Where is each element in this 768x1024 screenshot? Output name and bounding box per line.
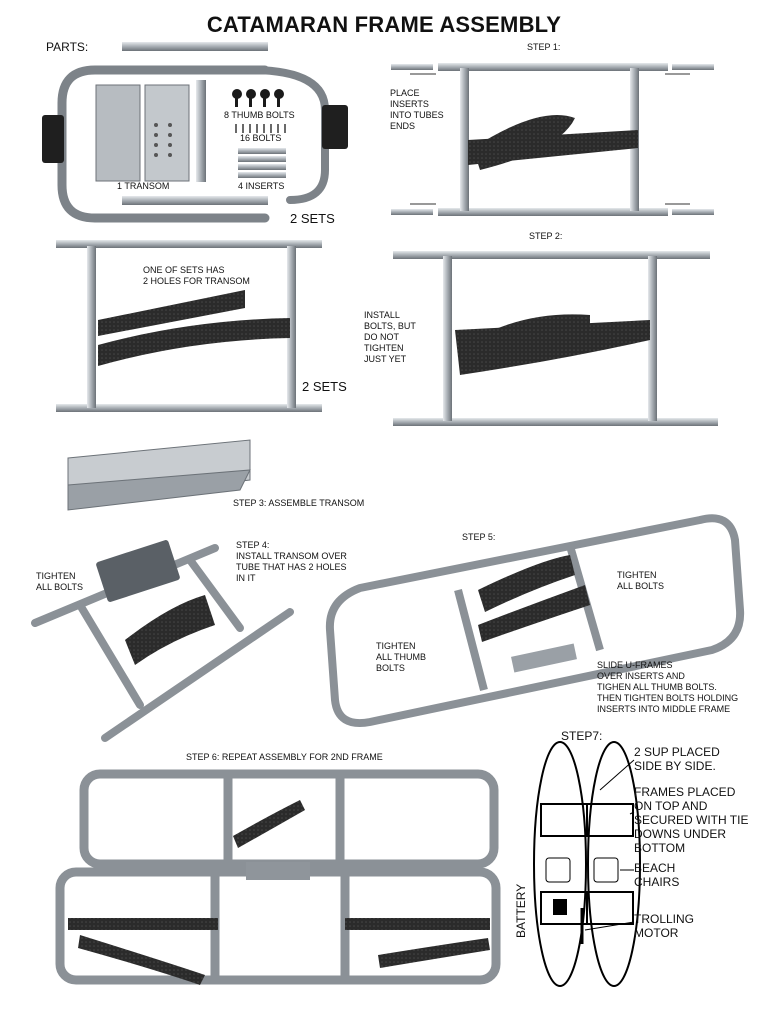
bolts-label: 16 BOLTS [240, 133, 282, 143]
step6-strap-top [233, 800, 305, 848]
step6-strap-left [68, 918, 218, 930]
step5-heading: STEP 5: [462, 532, 496, 542]
step4-strap [125, 595, 215, 665]
step5-tighten-bolts: TIGHTEN ALL BOLTS [617, 570, 665, 591]
step7-schematic [533, 741, 641, 987]
two-sets-frame [56, 240, 322, 412]
step3-transom [67, 439, 251, 511]
parts-short-tube [196, 80, 206, 182]
step5-strap-b [478, 585, 590, 642]
step2-heading: STEP 2: [529, 231, 563, 241]
step6-strap-right [345, 918, 490, 930]
transom-plate-holes [154, 123, 172, 157]
step5-tighten-thumb: TIGHTEN ALL THUMB BOLTS [376, 641, 427, 673]
inserts-label: 4 INSERTS [238, 181, 285, 191]
step7-heading: STEP7: [561, 729, 603, 743]
step6-label: STEP 6: REPEAT ASSEMBLY FOR 2ND FRAME [186, 752, 383, 762]
battery-box [553, 899, 567, 915]
holes-note: ONE OF SETS HAS 2 HOLES FOR TRANSOM [143, 265, 250, 286]
small-bolts [235, 124, 286, 133]
step1-heading: STEP 1: [527, 42, 561, 52]
transom-count-label: 1 TRANSOM [117, 181, 170, 191]
step6-transom [246, 862, 310, 880]
thumb-bolts [232, 89, 284, 107]
inserts [238, 148, 286, 178]
step5-note: SLIDE U-FRAMES OVER INSERTS AND TIGHEN A… [597, 660, 739, 714]
step4-tighten-label: TIGHTEN ALL BOLTS [36, 571, 84, 592]
parts-long-tube-bottom [122, 196, 268, 205]
step2-note: INSTALL BOLTS, BUT DO NOT TIGHTEN JUST Y… [364, 310, 416, 364]
transom-plate-left [95, 84, 141, 182]
parts-heading: PARTS: [46, 40, 89, 54]
step5-transom [511, 643, 577, 673]
step7-chairs-label: BEACH CHAIRS [634, 861, 680, 889]
parts-strap-buckle-left [42, 115, 64, 163]
sets-label-a: 2 SETS [290, 211, 335, 226]
diagram-title: CATAMARAN FRAME ASSEMBLY [206, 12, 562, 37]
step1-arrows [410, 73, 690, 205]
step4-label: STEP 4: INSTALL TRANSOM OVER TUBE THAT H… [236, 540, 347, 583]
step6-strap-loose-left [78, 935, 205, 985]
parts-strap-buckle-right [322, 105, 348, 149]
step1-note: PLACE INSERTS INTO TUBES ENDS [390, 88, 444, 131]
step7-battery-label: BATTERY [514, 883, 528, 938]
step7-sup-label: 2 SUP PLACED SIDE BY SIDE. [634, 745, 720, 773]
step2-frame [393, 251, 718, 426]
step6-strap-loose-right [378, 938, 490, 968]
sets-label-b: 2 SETS [302, 379, 347, 394]
transom-plate-right [144, 84, 190, 182]
step5-strap-a [478, 555, 575, 612]
step4-transom [96, 540, 180, 602]
step1-frame [391, 63, 714, 216]
thumb-bolts-label: 8 THUMB BOLTS [224, 110, 295, 120]
step3-label: STEP 3: ASSEMBLE TRANSOM [233, 498, 365, 508]
parts-long-tube-top [122, 42, 268, 51]
step7-motor-label: TROLLING MOTOR [634, 912, 695, 940]
step7-frames-label: FRAMES PLACED ON TOP AND SECURED WITH TI… [634, 785, 749, 855]
